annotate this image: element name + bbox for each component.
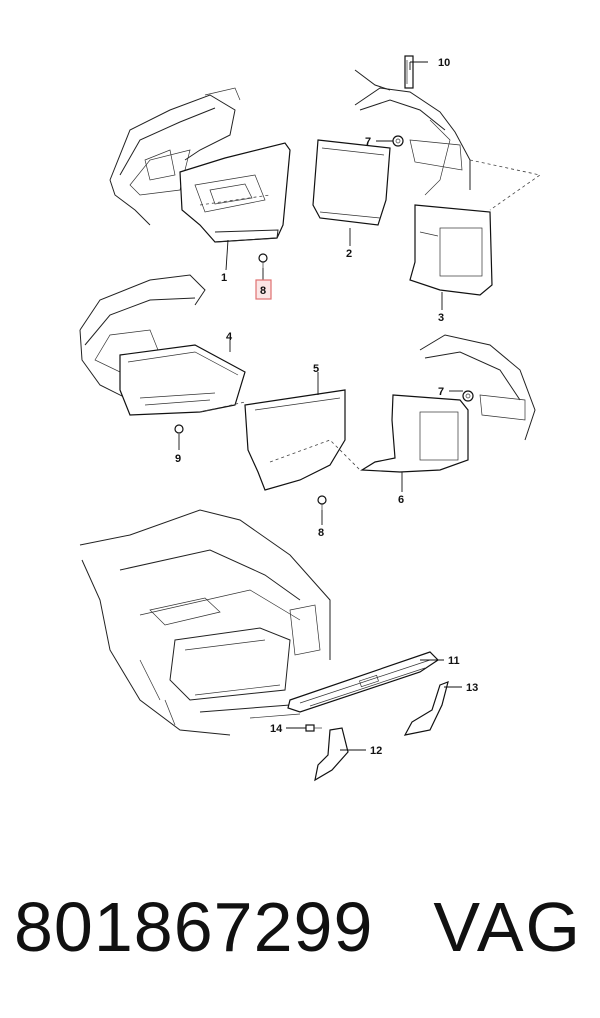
part-12-bracket [314, 727, 349, 782]
brand-text: VAG [433, 888, 582, 966]
part-number-text: 801867299 [14, 888, 374, 966]
callout-7-top: 7 [365, 136, 371, 148]
part-10-clip [404, 55, 414, 89]
callout-12: 12 [370, 745, 382, 757]
callout-2: 2 [346, 248, 352, 260]
part-3-panel [409, 204, 493, 296]
callout-10: 10 [438, 57, 450, 69]
callout-14: 14 [270, 723, 283, 735]
part-8-pin-bottom [317, 495, 327, 510]
trunk-sketch-top-right [354, 69, 541, 211]
callout-1: 1 [221, 272, 227, 284]
trunk-sketch-middle-right [419, 334, 536, 441]
parts-diagram: 1 2 3 4 5 6 7 7 8 8 9 10 11 12 13 14 [79, 55, 541, 782]
part-8-pin-top [258, 253, 268, 268]
callout-8-top: 8 [260, 285, 266, 297]
part-7-clip-top [392, 135, 404, 147]
part-13-bracket [403, 681, 449, 736]
trunk-sketch-middle-left [79, 274, 206, 401]
callout-13: 13 [466, 682, 478, 694]
part-6-panel [360, 394, 469, 473]
callout-8-highlight-box [255, 279, 272, 300]
callout-7-right: 7 [438, 386, 444, 398]
leader-lines [178, 61, 463, 751]
callout-5: 5 [313, 363, 319, 375]
car-body-sketch [79, 509, 331, 736]
part-5-panel [244, 389, 361, 491]
part-11-sill [287, 651, 439, 713]
callout-8-bottom: 8 [318, 527, 324, 539]
callout-9: 9 [175, 453, 181, 465]
callout-labels: 1 2 3 4 5 6 7 7 8 8 9 10 11 12 13 14 [175, 57, 478, 757]
part-1-panel [179, 142, 291, 243]
part-4-tray [119, 344, 246, 416]
trunk-sketch-top-left [109, 87, 241, 226]
part-14-screw [305, 724, 322, 732]
part-2-panel [312, 139, 391, 226]
part-7-clip-right [462, 390, 474, 402]
callout-6: 6 [398, 494, 404, 506]
part-9-fastener [174, 424, 184, 434]
callout-4: 4 [226, 331, 233, 343]
callout-11: 11 [448, 655, 460, 667]
callout-3: 3 [438, 312, 444, 324]
